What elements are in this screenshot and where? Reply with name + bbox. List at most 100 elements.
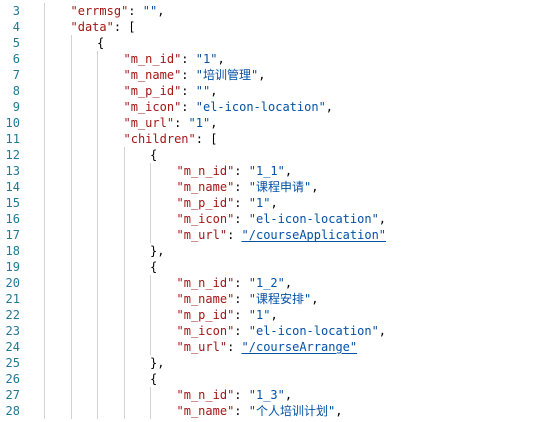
code-line[interactable]: 12{ xyxy=(0,147,548,163)
line-number: 21 xyxy=(5,292,20,306)
indent-guide xyxy=(44,259,45,275)
json-url-link[interactable]: "/courseArrange" xyxy=(241,340,358,354)
indent-guide xyxy=(44,307,45,323)
json-key: "m_n_id" xyxy=(176,276,235,290)
json-punctuation: , xyxy=(311,292,319,306)
code-line[interactable]: 6"m_n_id": "1", xyxy=(0,51,548,67)
line-number: 27 xyxy=(5,388,20,402)
code-line[interactable]: 14"m_name": "课程申请", xyxy=(0,179,548,195)
json-punctuation: : [ xyxy=(195,132,218,146)
code-line[interactable]: 25}, xyxy=(0,355,548,371)
code-text: }, xyxy=(150,355,164,371)
indent-guide xyxy=(150,163,151,179)
code-text: "m_name": "培训管理", xyxy=(124,67,266,83)
indent-guide xyxy=(70,211,72,227)
code-text: { xyxy=(150,147,157,163)
code-line[interactable]: 20"m_n_id": "1_2", xyxy=(0,275,548,291)
code-text: "children": [ xyxy=(124,131,218,147)
json-key: "m_url" xyxy=(123,116,175,130)
json-string: "el-icon-location" xyxy=(195,100,326,114)
json-punctuation: }, xyxy=(150,356,165,370)
json-punctuation: { xyxy=(97,36,105,50)
json-punctuation: { xyxy=(150,148,158,162)
code-text: "data": [ xyxy=(71,19,136,35)
indent-guide xyxy=(44,163,45,179)
indent-guide xyxy=(70,195,72,211)
line-number: 19 xyxy=(5,260,20,274)
line-number: 24 xyxy=(5,340,20,354)
indent-guide xyxy=(150,195,151,211)
code-line[interactable]: 24"m_url": "/courseArrange" xyxy=(0,339,548,355)
indent-guide xyxy=(97,259,98,275)
json-punctuation: : [ xyxy=(113,20,136,34)
code-line[interactable]: 10"m_url": "1", xyxy=(0,115,548,131)
code-line[interactable]: 7"m_name": "培训管理", xyxy=(0,67,548,83)
json-punctuation: : xyxy=(234,292,249,306)
json-key: "errmsg" xyxy=(70,4,129,18)
code-line[interactable]: 23"m_icon": "el-icon-location", xyxy=(0,323,548,339)
indent-guide xyxy=(123,323,125,339)
json-punctuation: , xyxy=(258,68,266,82)
indent-guide xyxy=(123,355,125,371)
indent-guide xyxy=(44,147,45,163)
indent-guide xyxy=(44,35,45,51)
code-line[interactable]: 13"m_n_id": "1_1", xyxy=(0,163,548,179)
code-line[interactable]: 3"errmsg": "", xyxy=(0,3,548,19)
indent-guide xyxy=(70,99,72,115)
indent-guide xyxy=(97,83,98,99)
code-line[interactable]: 19{ xyxy=(0,259,548,275)
indent-guide xyxy=(70,163,72,179)
json-punctuation: , xyxy=(311,180,319,194)
line-number: 17 xyxy=(5,228,20,242)
code-line[interactable]: 16"m_icon": "el-icon-location", xyxy=(0,211,548,227)
line-number: 10 xyxy=(5,116,20,130)
indent-guide xyxy=(97,403,98,419)
indent-guide xyxy=(44,179,45,195)
code-line[interactable]: 9"m_icon": "el-icon-location", xyxy=(0,99,548,115)
indent-guide xyxy=(70,403,72,419)
indent-guide xyxy=(70,35,72,51)
code-line[interactable]: 22"m_p_id": "1", xyxy=(0,307,548,323)
json-url-link[interactable]: "/courseApplication" xyxy=(241,228,387,242)
indent-guide xyxy=(44,355,45,371)
code-line[interactable]: 17"m_url": "/courseApplication" xyxy=(0,227,548,243)
code-line[interactable]: 21"m_name": "课程安排", xyxy=(0,291,548,307)
json-string: "el-icon-location" xyxy=(248,212,379,226)
indent-guide xyxy=(150,387,151,403)
code-line[interactable]: 5{ xyxy=(0,35,548,51)
json-punctuation: , xyxy=(217,52,225,66)
indent-guide xyxy=(97,355,98,371)
indent-guide xyxy=(70,67,72,83)
indent-guide xyxy=(150,339,151,355)
json-string: "课程申请" xyxy=(248,180,312,194)
json-punctuation: , xyxy=(210,84,218,98)
indent-guide xyxy=(123,387,125,403)
indent-guide xyxy=(70,371,72,387)
json-punctuation: , xyxy=(270,308,278,322)
code-line[interactable]: 8"m_p_id": "", xyxy=(0,83,548,99)
code-line[interactable]: 11"children": [ xyxy=(0,131,548,147)
code-line[interactable]: 28"m_name": "个人培训计划", xyxy=(0,403,548,419)
indent-guide xyxy=(123,403,125,419)
json-key: "m_icon" xyxy=(176,212,235,226)
indent-guide xyxy=(150,291,151,307)
json-punctuation: : xyxy=(181,68,196,82)
code-line[interactable]: 18}, xyxy=(0,243,548,259)
json-string: "el-icon-location" xyxy=(248,324,379,338)
indent-guide xyxy=(70,323,72,339)
code-line[interactable]: 4"data": [ xyxy=(0,19,548,35)
code-line[interactable]: 26{ xyxy=(0,371,548,387)
indent-guide xyxy=(44,3,45,19)
line-number: 3 xyxy=(12,4,20,18)
indent-guide xyxy=(97,67,98,83)
indent-guide xyxy=(44,371,45,387)
json-key: "m_url" xyxy=(176,340,228,354)
code-text: "m_n_id": "1_2", xyxy=(177,275,293,291)
code-line[interactable]: 15"m_p_id": "1", xyxy=(0,195,548,211)
json-string: "1" xyxy=(188,116,211,130)
indent-guide xyxy=(70,275,72,291)
indent-guide xyxy=(123,339,125,355)
json-string: "1" xyxy=(248,196,271,210)
code-line[interactable]: 27"m_n_id": "1_3", xyxy=(0,387,548,403)
